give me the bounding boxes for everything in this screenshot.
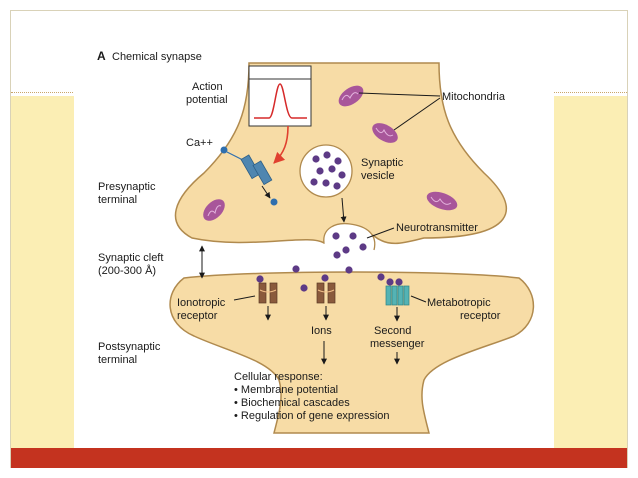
label-calcium: Ca++ — [186, 137, 213, 149]
vesicle-neurotransmitters — [310, 151, 346, 190]
ionotropic-receptor-1 — [258, 282, 278, 304]
slide-footer-bar — [11, 448, 627, 468]
synapse-diagram: A Chemical synapse Action potential Mito… — [97, 49, 535, 434]
label-ionotropic-1: Ionotropic — [177, 297, 226, 309]
diagram-title: Chemical synapse — [112, 51, 202, 63]
action-potential-arrow — [273, 125, 289, 164]
calcium-ion-outside — [220, 146, 228, 154]
mitochondrion-3 — [426, 191, 458, 211]
label-synaptic-cleft-1: Synaptic cleft — [98, 252, 163, 264]
calcium-ion-inside — [270, 198, 278, 206]
fusing-vesicle — [323, 222, 376, 251]
label-synaptic-cleft-2: (200-300 Å) — [98, 264, 156, 277]
released-neurotransmitters — [256, 232, 385, 292]
mitochondrion-1 — [338, 85, 364, 107]
label-neurotransmitter: Neurotransmitter — [396, 222, 478, 234]
response-item-1: • Membrane potential — [234, 384, 338, 396]
ionotropic-receptor-2 — [316, 282, 336, 304]
label-ionotropic-2: receptor — [177, 310, 218, 322]
calcium-channel — [240, 154, 273, 186]
label-presynaptic-2: terminal — [98, 194, 137, 206]
label-action-potential-1: Action — [192, 81, 223, 93]
action-potential-plot — [248, 65, 312, 127]
neurotransmitter-pointer — [366, 227, 395, 239]
label-metabotropic-2: receptor — [460, 310, 501, 322]
title-letter: A — [97, 49, 106, 63]
label-synaptic-vesicle-1: Synaptic — [361, 157, 404, 169]
mitochondria-pointer-2 — [393, 97, 441, 131]
label-second-messenger-1: Second — [374, 325, 411, 337]
action-potential-spike — [254, 83, 307, 119]
label-postsynaptic-1: Postsynaptic — [98, 341, 161, 353]
label-cellular-response: Cellular response: — [234, 371, 323, 383]
ionotropic-pointer — [233, 295, 256, 301]
mitochondrion-4 — [203, 199, 225, 221]
label-action-potential-2: potential — [186, 94, 228, 106]
label-metabotropic-1: Metabotropic — [427, 297, 491, 309]
response-item-2: • Biochemical cascades — [234, 397, 350, 409]
mitochondrion-2 — [372, 123, 398, 143]
mitochondria-pointer-1 — [358, 92, 441, 97]
label-second-messenger-2: messenger — [370, 338, 425, 350]
label-presynaptic-1: Presynaptic — [98, 181, 156, 193]
metabotropic-pointer — [410, 295, 427, 303]
vesicle-fusion-arrow — [340, 197, 347, 223]
postsynaptic-terminal-shape — [169, 271, 535, 434]
label-ions: Ions — [311, 325, 332, 337]
calcium-inflow-arrow — [261, 185, 271, 199]
label-postsynaptic-2: terminal — [98, 354, 137, 366]
response-item-3: • Regulation of gene expression — [234, 410, 390, 422]
label-synaptic-vesicle-2: vesicle — [361, 170, 395, 182]
metabotropic-receptor — [385, 278, 410, 306]
label-mitochondria: Mitochondria — [442, 91, 506, 103]
